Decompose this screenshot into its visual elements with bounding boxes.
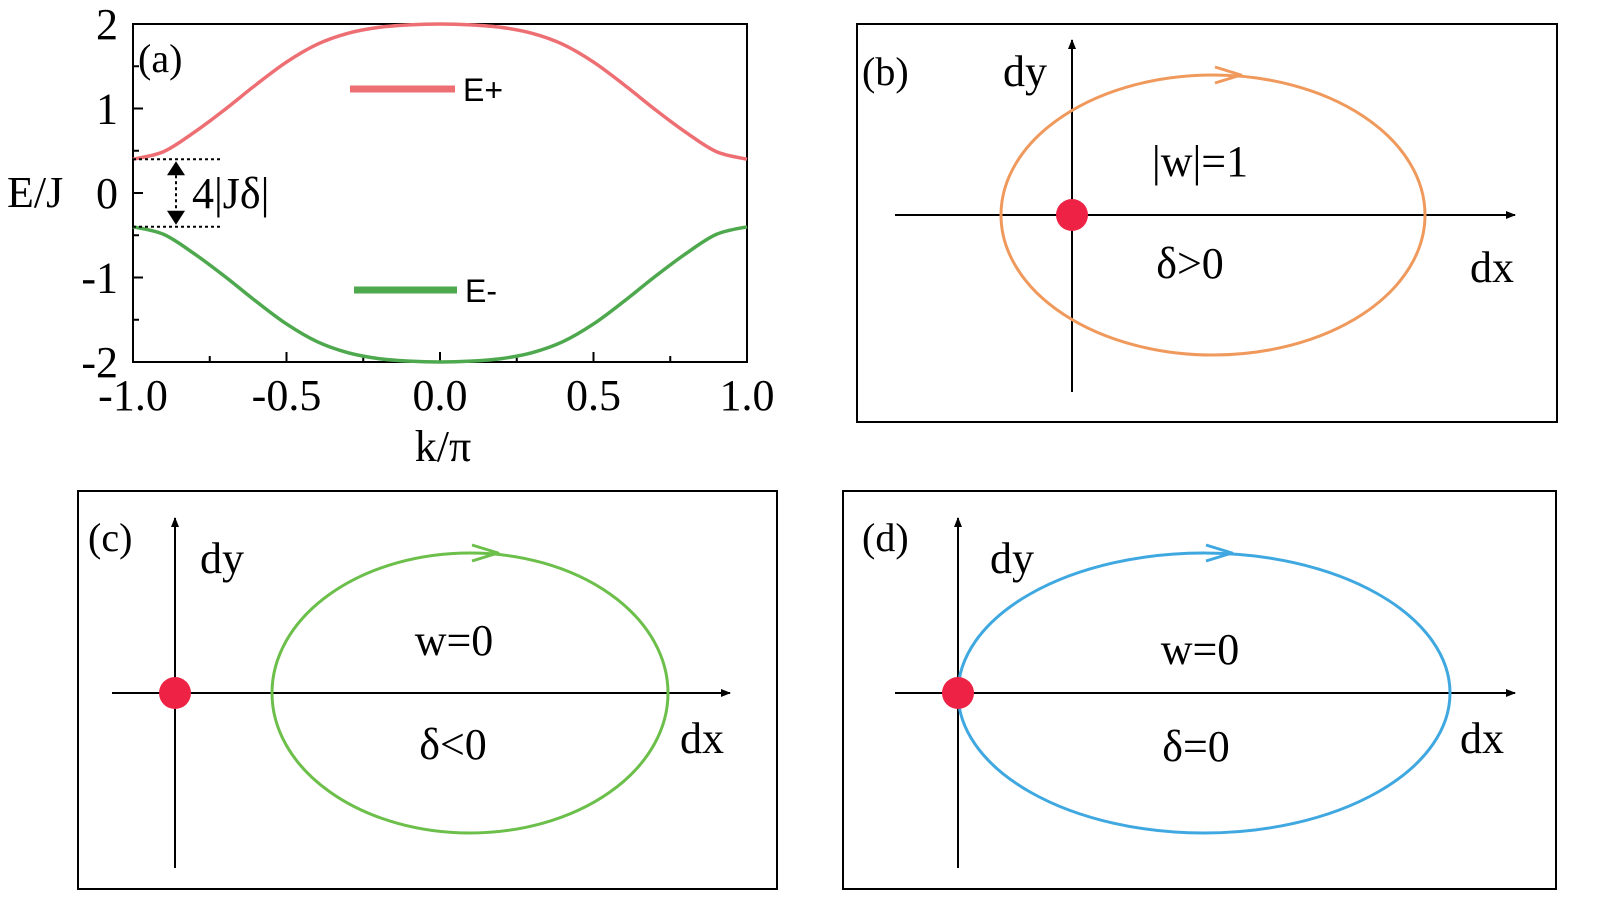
y-axis-label: E/J — [7, 168, 63, 217]
panel-label: (c) — [88, 515, 132, 560]
dx-axis-label: dx — [1470, 243, 1514, 292]
direction-arrow — [471, 543, 500, 563]
origin-point — [159, 677, 191, 709]
origin-point — [942, 677, 974, 709]
legend-label-e-minus: E- — [465, 273, 497, 309]
dy-axis-label: dy — [1003, 47, 1047, 96]
panel-label: (d) — [862, 515, 909, 560]
gap-annotation: 4|Jδ| — [192, 169, 269, 218]
x-tick-label: 0.5 — [566, 371, 621, 420]
y-tick-label: -2 — [81, 338, 118, 387]
winding-number-label: |w|=1 — [1152, 137, 1248, 186]
delta-condition-label: δ<0 — [419, 720, 487, 769]
winding-number-label: w=0 — [415, 616, 494, 665]
delta-condition-label: δ>0 — [1156, 239, 1224, 288]
panel-frame — [77, 490, 778, 890]
y-tick-label: -1 — [81, 254, 118, 303]
winding-curve — [270, 551, 670, 835]
winding-curve — [999, 73, 1427, 357]
origin-point — [1056, 199, 1088, 231]
direction-arrow — [1214, 65, 1243, 85]
legend-label-e-plus: E+ — [463, 72, 503, 108]
dx-axis-label: dx — [680, 714, 724, 763]
panel-a-tick-labels: -1.0 -0.5 0.0 0.5 1.0 -2 -1 0 1 2 — [81, 0, 774, 420]
panel-label: (a) — [138, 36, 182, 81]
x-tick-label: -0.5 — [252, 371, 322, 420]
gap-arrowhead-down — [167, 210, 185, 225]
delta-condition-label: δ=0 — [1162, 722, 1230, 771]
panel-frame — [856, 23, 1558, 423]
y-tick-label: 0 — [96, 169, 118, 218]
panel-frame — [842, 490, 1557, 890]
panel-label: (b) — [862, 49, 909, 94]
x-axis-label: k/π — [415, 422, 471, 471]
winding-number-label: w=0 — [1161, 625, 1240, 674]
y-tick-label: 1 — [96, 85, 118, 134]
dy-axis-label: dy — [990, 534, 1034, 583]
panel-b: (b) dy dx |w|=1 δ>0 — [856, 23, 1558, 423]
x-tick-label: 1.0 — [720, 371, 775, 420]
panel-c: (c) dy dx w=0 δ<0 — [77, 490, 778, 890]
phase-diagrams: (b) dy dx |w|=1 δ>0 (c) dy dx w=0 δ<0 (d) dy dx w=0 δ=… — [77, 23, 1558, 890]
series-line-e-minus — [132, 225, 748, 364]
x-tick-label: 0.0 — [413, 371, 468, 420]
y-tick-label: 2 — [96, 0, 118, 49]
panel-a-ticks — [132, 23, 748, 363]
x-tick-label: -1.0 — [98, 371, 168, 420]
gap-arrowhead-up — [167, 161, 185, 176]
dx-axis-label: dx — [1460, 714, 1504, 763]
panel-d: (d) dy dx w=0 δ=0 — [842, 490, 1557, 890]
panel-a: -1.0 -0.5 0.0 0.5 1.0 -2 -1 0 1 2 4|Jδ| E+ E- (a)… — [7, 0, 775, 471]
series-line-e-plus — [132, 22, 748, 161]
direction-arrow — [1205, 543, 1234, 563]
dy-axis-label: dy — [200, 534, 244, 583]
